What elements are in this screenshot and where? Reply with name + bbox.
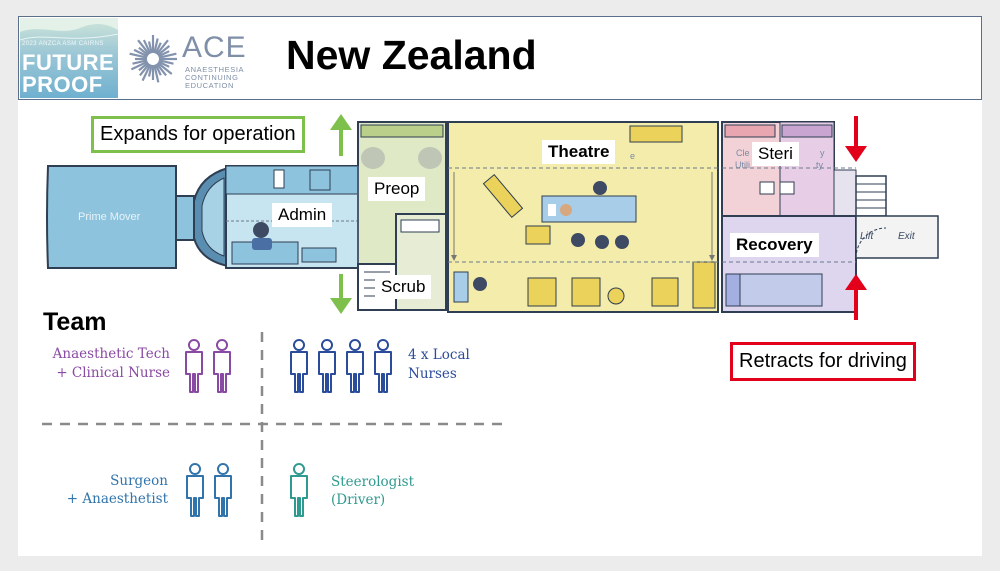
team-heading: Team <box>43 308 107 336</box>
theatre-room <box>447 121 719 313</box>
retracts-callout: Retracts for driving <box>730 342 916 381</box>
exit-label: Exit <box>898 231 915 242</box>
person-icon <box>186 463 204 517</box>
sunburst-ray <box>154 42 162 55</box>
prime-mover-label: Prime Mover <box>78 211 141 223</box>
page-title: New Zealand <box>286 32 537 78</box>
sunburst-ray <box>157 61 173 75</box>
team-icons-driver <box>290 463 308 517</box>
expand-arrow-down-icon <box>330 274 352 314</box>
sunburst-ray <box>157 50 170 58</box>
dirty-utility-faint-label: ty <box>816 160 824 170</box>
theatre-label: Theatre <box>542 140 616 164</box>
utility-faint-label: Utili <box>735 160 750 170</box>
person-icon <box>185 339 203 393</box>
sunburst-ray <box>138 46 149 57</box>
team-anaesthetic-tech-line1: Anaesthetic Tech <box>52 346 170 362</box>
steri-label: Steri <box>752 142 799 166</box>
ace-line-1: ANAESTHESIA <box>185 65 245 74</box>
ace-sunburst-icon <box>129 35 177 83</box>
team-local-nurses-line1: 4 x Local <box>408 347 470 363</box>
sunburst-ray <box>129 52 148 59</box>
sunburst-ray <box>138 61 149 72</box>
recovery-room <box>721 215 857 313</box>
sunburst-ray <box>147 64 153 77</box>
admin-label: Admin <box>272 203 333 227</box>
ace-line-3: EDUCATION <box>185 81 235 90</box>
steri-room <box>721 121 857 217</box>
admin-room <box>225 165 359 269</box>
team-surgeon-line1: Surgeon <box>110 473 168 489</box>
sunburst-ray <box>155 39 169 55</box>
sunburst-ray <box>153 64 160 83</box>
team-driver-line2: (Driver) <box>331 492 386 508</box>
sunburst-ray <box>133 48 149 58</box>
person-icon <box>290 463 308 517</box>
header-bar: 2023 ANZCA ASM CAIRNS FUTURE PROOF ACE A… <box>18 16 982 100</box>
person-icon <box>374 339 392 393</box>
sunburst-ray <box>155 63 167 77</box>
retract-arrow-down-icon <box>845 116 867 162</box>
sunburst-ray <box>132 59 148 65</box>
person-icon <box>318 339 336 393</box>
ace-line-2: CONTINUING <box>185 73 239 82</box>
sunburst-ray <box>130 60 149 71</box>
expand-arrow-up-icon <box>330 114 352 156</box>
person-icon <box>346 339 364 393</box>
preop-label: Preop <box>368 177 426 201</box>
sunburst-ray <box>147 41 153 54</box>
sunburst-ray <box>157 45 171 57</box>
person-icon <box>214 463 232 517</box>
exit-stairs <box>855 175 939 259</box>
team-local-nurses-line2: Nurses <box>408 366 457 382</box>
team-icons-local-nurses <box>290 339 392 393</box>
team-icons-surgeon <box>186 463 232 517</box>
sunburst-ray <box>153 38 159 54</box>
sunburst-ray <box>142 39 152 55</box>
sunburst-ray <box>158 52 177 59</box>
ace-word: ACE <box>182 31 247 64</box>
conference-small-text: 2023 ANZCA ASM CAIRNS <box>22 41 104 47</box>
lift-label: Lift <box>860 231 874 242</box>
future-proof-logo: 2023 ANZCA ASM CAIRNS FUTURE PROOF <box>20 18 118 98</box>
team-anaesthetic-tech-line2: + Clinical Nurse <box>56 365 170 381</box>
team-driver-line1: Steerologist <box>331 474 414 490</box>
person-icon <box>290 339 308 393</box>
proof-text: PROOF <box>22 72 103 97</box>
wave-decoration <box>20 18 118 41</box>
theatre-faint-label: e <box>630 151 636 161</box>
sunburst-ray <box>158 59 174 65</box>
sunburst-ray <box>141 63 152 82</box>
recovery-label: Recovery <box>730 233 819 257</box>
dirty-faint-label: y <box>820 148 825 158</box>
sunburst-ray <box>139 63 151 77</box>
slide: 2023 ANZCA ASM CAIRNS FUTURE PROOF ACE A… <box>18 16 982 556</box>
person-icon <box>213 339 231 393</box>
sunburst-ray <box>137 39 151 55</box>
clean-faint-label: Cle <box>736 148 750 158</box>
team-surgeon-line2: + Anaesthetist <box>66 491 168 507</box>
scrub-label: Scrub <box>375 275 432 299</box>
future-text: FUTURE <box>22 50 115 75</box>
team-icons-anaesthetic-tech <box>185 339 231 393</box>
prime-mover-cab <box>46 165 229 269</box>
retract-arrow-up-icon <box>845 274 867 320</box>
sunburst-ray <box>157 60 170 68</box>
sunburst-ray <box>154 63 162 76</box>
expands-callout: Expands for operation <box>91 116 305 153</box>
